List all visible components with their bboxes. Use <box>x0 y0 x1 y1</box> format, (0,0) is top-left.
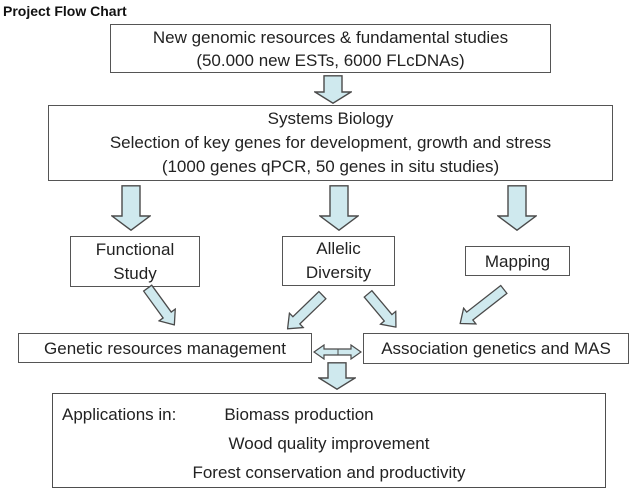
box-systems-line3: (1000 genes qPCR, 50 genes in situ studi… <box>161 157 500 176</box>
box-systems-line1: Systems Biology <box>267 109 394 128</box>
arrow-systems-to-functional <box>111 185 151 231</box>
box-association-genetics-mas: Association genetics and MAS <box>363 333 629 364</box>
box-applications: Applications in: Biomass production Wood … <box>52 393 606 488</box>
box-genetic-resources-management: Genetic resources management <box>18 333 312 363</box>
applications-prefix: Applications in: <box>62 405 177 424</box>
applications-row-1: Applications in: Biomass production <box>53 400 605 429</box>
box-genomic-line2: (50.000 new ESTs, 6000 FLcDNAs) <box>196 50 465 70</box>
arrow-mapping-to-association <box>453 280 511 332</box>
applications-row-2: Wood quality improvement <box>53 429 605 458</box>
box-mapping: Mapping <box>465 246 570 276</box>
box-genomic-resources: New genomic resources & fundamental stud… <box>110 24 551 73</box>
box-functional-line2: Study <box>113 263 157 283</box>
arrow-systems-to-mapping <box>497 185 537 231</box>
arrow-systems-to-allelic <box>319 185 359 231</box>
box-allelic-line2: Diversity <box>305 263 372 282</box>
arrow-genomic-to-systems <box>314 75 352 104</box>
box-allelic-diversity: Allelic Diversity <box>282 236 395 286</box>
applications-item-biomass: Biomass production <box>224 405 374 424</box>
box-association-label: Association genetics and MAS <box>381 339 611 358</box>
box-allelic-line1: Allelic <box>316 239 361 258</box>
box-mapping-label: Mapping <box>484 251 551 271</box>
arrow-allelic-to-association <box>359 286 405 335</box>
box-genomic-line1: New genomic resources & fundamental stud… <box>152 27 509 47</box>
arrow-functional-to-genetic <box>138 281 183 332</box>
arrow-genetic-association-bidirectional <box>313 344 362 360</box>
applications-item-wood: Wood quality improvement <box>228 434 430 453</box>
applications-row-3: Forest conservation and productivity <box>53 458 605 487</box>
box-functional-study: Functional Study <box>70 236 200 287</box>
box-functional-line1: Functional <box>95 239 175 259</box>
box-systems-biology: Systems Biology Selection of key genes f… <box>48 105 613 181</box>
arrow-to-applications <box>318 362 356 390</box>
arrow-allelic-to-genetic <box>279 287 330 338</box>
box-systems-line2: Selection of key genes for development, … <box>109 133 552 152</box>
page-title: Project Flow Chart <box>3 3 127 19</box>
box-genetic-label: Genetic resources management <box>44 338 286 358</box>
applications-item-forest: Forest conservation and productivity <box>192 463 466 482</box>
